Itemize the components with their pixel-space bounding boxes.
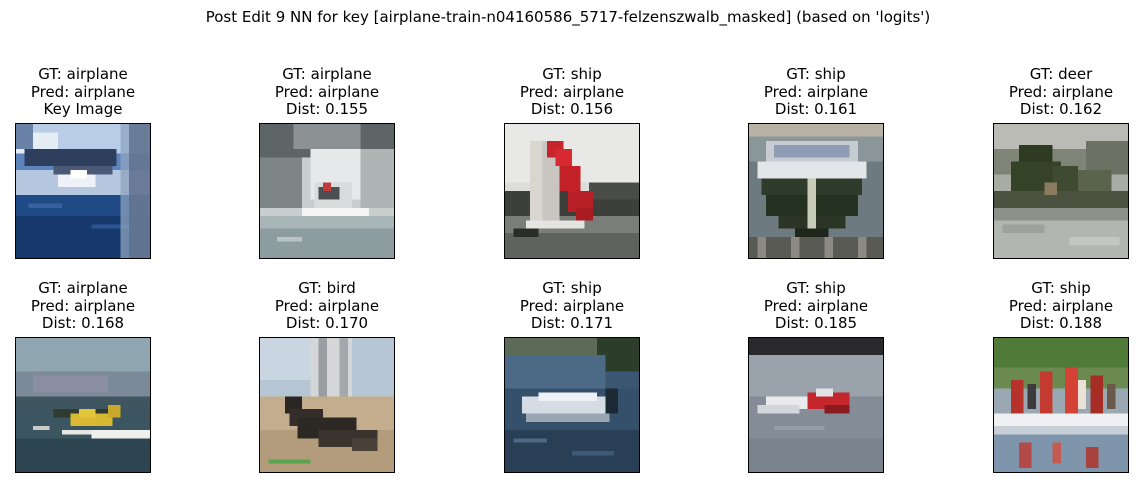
pred-label: Pred: airplane [763, 82, 869, 101]
airplane-sky-image [15, 123, 151, 259]
lakeshore-trees-image [993, 123, 1129, 259]
gt-label: GT: airplane [38, 279, 128, 297]
dist-label: Dist: 0.155 [285, 100, 369, 118]
pred-label: Pred: airplane [519, 82, 625, 101]
dark-bird-sand-image [259, 337, 395, 473]
gt-label: GT: ship [542, 279, 602, 297]
seaplane-yellow-image [15, 337, 151, 473]
cell-caption: GT: deer Pred: airplane Dist: 0.162 [953, 65, 1136, 119]
pred-label: Pred: airplane [1008, 296, 1114, 315]
gt-label: GT: ship [542, 65, 602, 83]
dist-label: Dist: 0.185 [774, 314, 858, 332]
speedboat-spray-image [259, 123, 395, 259]
cell-caption: GT: airplane Pred: airplane Key Image [0, 65, 191, 119]
cell-caption: GT: ship Pred: airplane Dist: 0.156 [464, 65, 680, 119]
gt-label: GT: ship [786, 279, 846, 297]
pred-label: Pred: airplane [274, 82, 380, 101]
cell-caption: GT: ship Pred: airplane Dist: 0.185 [708, 279, 924, 333]
dist-label: Dist: 0.161 [774, 100, 858, 118]
gt-label: GT: ship [786, 65, 846, 83]
sailboat-red-sail-image [504, 123, 640, 259]
red-speedboat-wake-image [748, 337, 884, 473]
cell-caption: GT: airplane Pred: airplane Dist: 0.155 [219, 65, 435, 119]
people-raft-image [993, 337, 1129, 473]
cell-caption: GT: ship Pred: airplane Dist: 0.171 [464, 279, 680, 333]
white-boat-water-image [504, 337, 640, 473]
cell-caption: GT: airplane Pred: airplane Dist: 0.168 [0, 279, 191, 333]
gt-label: GT: deer [1029, 65, 1093, 83]
cell-caption: GT: ship Pred: airplane Dist: 0.188 [953, 279, 1136, 333]
dist-label: Dist: 0.170 [285, 314, 369, 332]
dist-label: Dist: 0.168 [41, 314, 125, 332]
pred-label: Pred: airplane [30, 82, 136, 101]
dist-label: Dist: 0.162 [1019, 100, 1103, 118]
figure-title: Post Edit 9 NN for key [airplane-train-n… [205, 8, 931, 26]
cell-caption: GT: ship Pred: airplane Dist: 0.161 [708, 65, 924, 119]
dist-label: Dist: 0.188 [1019, 314, 1103, 332]
pred-label: Pred: airplane [30, 296, 136, 315]
pred-label: Pred: airplane [274, 296, 380, 315]
pred-label: Pred: airplane [763, 296, 869, 315]
cell-caption: GT: bird Pred: airplane Dist: 0.170 [219, 279, 435, 333]
gt-label: GT: bird [298, 279, 356, 297]
gt-label: GT: airplane [38, 65, 128, 83]
key-image-label: Key Image [43, 100, 123, 118]
dist-label: Dist: 0.171 [530, 314, 614, 332]
gt-label: GT: airplane [282, 65, 372, 83]
gt-label: GT: ship [1031, 279, 1091, 297]
boat-bow-dock-image [748, 123, 884, 259]
pred-label: Pred: airplane [519, 296, 625, 315]
pred-label: Pred: airplane [1008, 82, 1114, 101]
dist-label: Dist: 0.156 [530, 100, 614, 118]
